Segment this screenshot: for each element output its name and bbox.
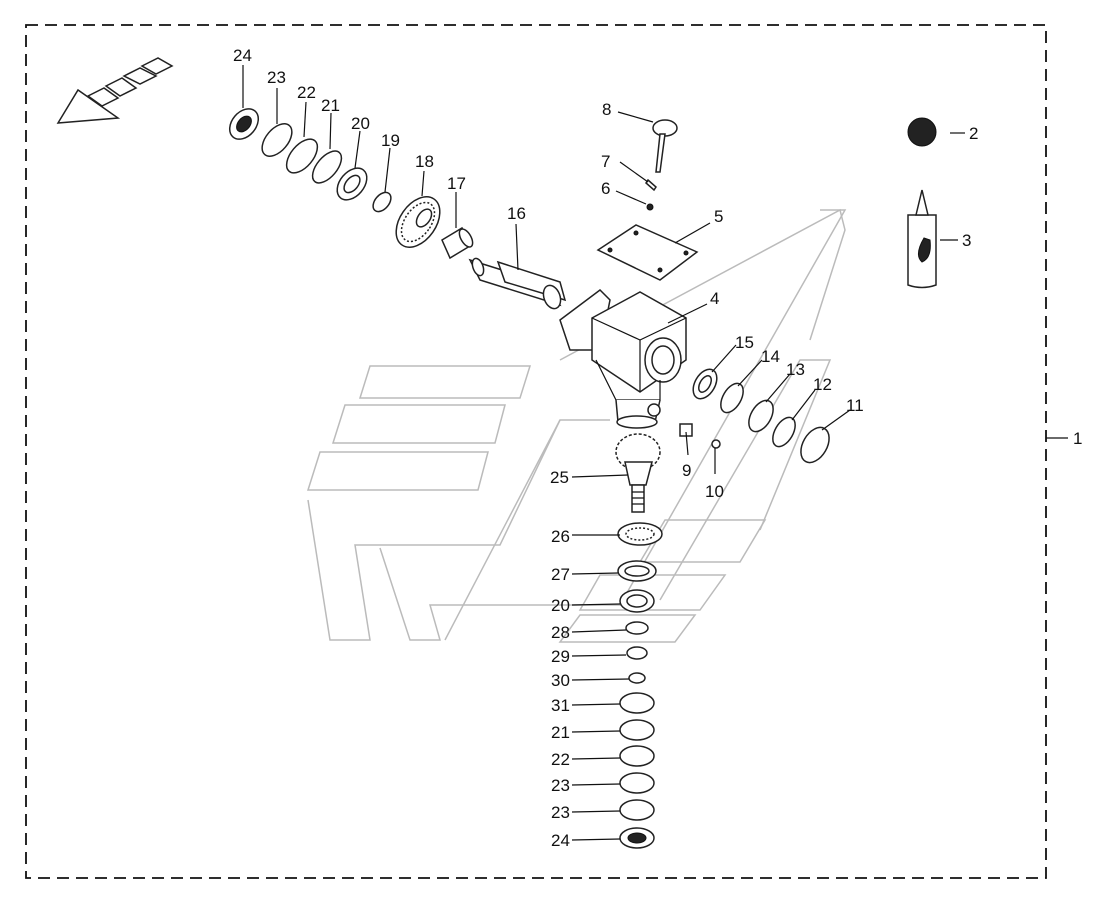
- arrow-left-down-icon: [56, 57, 174, 124]
- sealant-tube-icon: [907, 189, 937, 289]
- callout-21-top: 21: [321, 96, 340, 115]
- leader-lines: [242, 65, 1068, 841]
- pin-7: [645, 178, 657, 192]
- callout-19: 19: [381, 131, 400, 150]
- callout-12: 12: [813, 375, 832, 394]
- callout-20-top: 20: [351, 114, 370, 133]
- callout-18: 18: [415, 152, 434, 171]
- washer-10: [711, 439, 721, 449]
- callout-23-bottom-a: 23: [551, 776, 570, 795]
- callout-22-bottom: 22: [551, 750, 570, 769]
- side-rings: [692, 368, 830, 464]
- callout-24-top: 24: [233, 46, 252, 65]
- callout-24-bottom: 24: [551, 831, 570, 850]
- callout-26: 26: [551, 527, 570, 546]
- input-shaft-16: [468, 257, 567, 310]
- callout-9: 9: [682, 461, 691, 480]
- callout-29: 29: [551, 647, 570, 666]
- top-shaft-rings: [228, 108, 392, 213]
- callout-31: 31: [551, 696, 570, 715]
- callout-17: 17: [447, 174, 466, 193]
- callout-16: 16: [507, 204, 526, 223]
- callout-13: 13: [786, 360, 805, 379]
- callout-3: 3: [962, 231, 971, 250]
- callout-14: 14: [761, 347, 780, 366]
- callout-21-bottom: 21: [551, 723, 570, 742]
- callout-7: 7: [601, 152, 610, 171]
- cover-plate-5: [596, 224, 699, 281]
- callout-23-bottom-b: 23: [551, 803, 570, 822]
- callout-25: 25: [550, 468, 569, 487]
- callout-2: 2: [969, 124, 978, 143]
- lower-stack: [617, 522, 663, 849]
- callout-28: 28: [551, 623, 570, 642]
- callout-8: 8: [602, 100, 611, 119]
- callout-30: 30: [551, 671, 570, 690]
- dipstick-8: [652, 119, 678, 173]
- callout-labels: 1 2 3 4 5 6 7 8 9 10 11 12 13 14 15 16 1…: [233, 46, 1082, 850]
- callout-15: 15: [735, 333, 754, 352]
- bevel-gear-18: [395, 196, 441, 248]
- plug-9: [679, 423, 693, 437]
- gearbox-housing-4: [559, 289, 687, 429]
- callout-5: 5: [714, 207, 723, 226]
- pinion-gear-25: [615, 433, 661, 513]
- callout-23-top: 23: [267, 68, 286, 87]
- callout-1: 1: [1073, 429, 1082, 448]
- callout-27: 27: [551, 565, 570, 584]
- callout-22-top: 22: [297, 83, 316, 102]
- bushing-17: [441, 226, 474, 260]
- callout-10: 10: [705, 482, 724, 501]
- background-watermark-shapes: [306, 208, 847, 643]
- grease-ball-icon: [907, 117, 937, 147]
- callout-11: 11: [846, 396, 864, 415]
- kit-boundary: [25, 24, 1047, 879]
- callout-20-bottom: 20: [551, 596, 570, 615]
- callout-4: 4: [710, 289, 719, 308]
- callout-6: 6: [601, 179, 610, 198]
- bolt-6: [646, 203, 654, 211]
